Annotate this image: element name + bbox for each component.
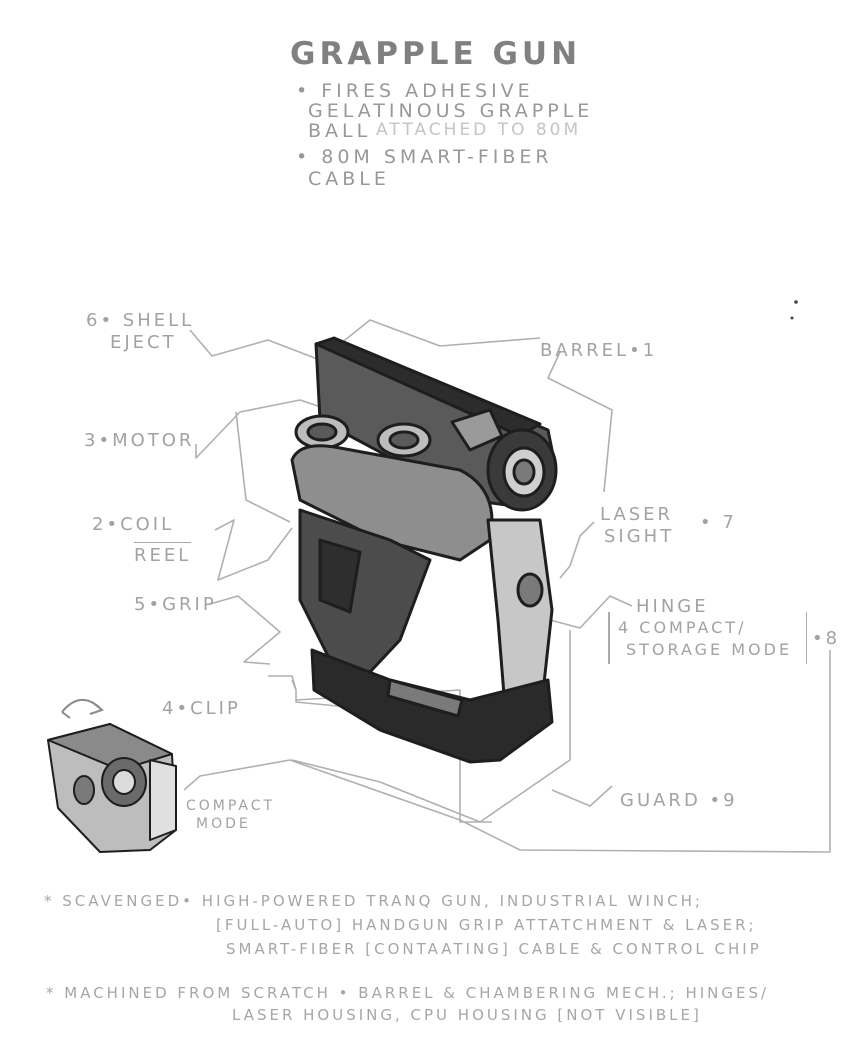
hinge-number: •8: [812, 628, 841, 649]
guard-label: GUARD •9: [620, 790, 738, 811]
bottom-note-line: [FULL-AUTO] HANDGUN GRIP ATTATCHMENT & L…: [216, 916, 757, 934]
hinge-label: HINGE: [636, 596, 709, 617]
callout-lines: [183, 319, 831, 853]
bottom-note-line: SMART-FIBER [CONTAATING] CABLE & CONTROL…: [226, 940, 762, 958]
shell-eject-label: EJECT: [110, 332, 177, 353]
bottom-note-line: * SCAVENGED• HIGH-POWERED TRANQ GUN, IND…: [44, 892, 703, 910]
coil-reel-label: REEL: [134, 542, 192, 566]
compact-mode-drawing: [47, 723, 177, 853]
hinge-label: STORAGE MODE: [626, 640, 793, 659]
coil-reel-label: 2•COIL: [92, 514, 175, 535]
header-note-line: • 80m SMART-FIBER: [296, 146, 553, 168]
header-note-line: BALL: [308, 120, 372, 142]
struck-note: ATTACHED TO 80m: [376, 120, 582, 140]
header-note-line: GELATINOUS GRAPPLE: [308, 100, 594, 122]
shell-eject-label: 6• SHELL: [86, 310, 195, 331]
laser-sight-number: • 7: [700, 512, 737, 533]
header-note-line: CABLE: [308, 168, 390, 190]
motor-label: 3•MOTOR: [84, 430, 195, 451]
grip-label: 5•GRIP: [134, 594, 217, 615]
barrel-label: BARREL•1: [540, 340, 658, 361]
ink-speck: [790, 316, 794, 320]
hinge-label: 4 COMPACT/: [618, 618, 747, 637]
rotate-arrow-icon: [61, 699, 105, 719]
ink-speck: [794, 300, 798, 304]
page-title: GRAPPLE GUN: [290, 36, 582, 72]
header-note-line: • FIRES ADHESIVE: [296, 80, 534, 102]
compact-mode-label: COMPACT: [186, 798, 276, 814]
bottom-note-line: LASER HOUSING, CPU HOUSING [NOT VISIBLE]: [232, 1006, 702, 1024]
laser-sight-label: LASER: [600, 504, 674, 525]
bottom-note-line: * MACHINED FROM SCRATCH • BARREL & CHAMB…: [46, 984, 770, 1002]
clip-label: 4•CLIP: [162, 698, 241, 719]
hinge-bracket: [608, 612, 807, 664]
compact-mode-label: MODE: [196, 816, 251, 832]
grapple-gun-drawing: [290, 336, 558, 764]
laser-sight-label: SIGHT: [604, 526, 675, 547]
